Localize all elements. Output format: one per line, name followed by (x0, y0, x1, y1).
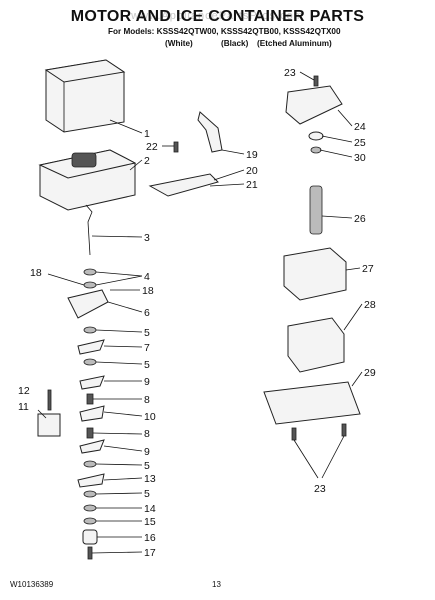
callout-16: 16 (144, 532, 156, 544)
callout-18b: 18 (142, 285, 154, 297)
door-arm-part (148, 173, 219, 197)
callout-9a: 9 (144, 376, 150, 388)
variant-etched: (Etched Aluminum) (257, 39, 332, 48)
variant-black: (Black) (221, 39, 249, 48)
callout-2: 2 (144, 155, 150, 167)
page-number: 13 (212, 580, 221, 589)
model-list: For Models: KSSS42QTW00, KSSS42QTB00, KS… (108, 27, 341, 36)
callout-5b: 5 (144, 359, 150, 371)
callout-19: 19 (246, 149, 258, 161)
callout-10: 10 (144, 411, 156, 423)
doc-number: W10136389 (10, 580, 54, 589)
shaft-part (309, 185, 323, 235)
callout-8b: 8 (144, 428, 150, 440)
ice-container-part (44, 59, 126, 133)
callout-7: 7 (144, 342, 150, 354)
drive-stack (67, 268, 109, 560)
callout-21: 21 (246, 179, 258, 191)
callout-1: 1 (144, 128, 150, 140)
leader-lines (37, 71, 363, 554)
callout-25: 25 (354, 137, 366, 149)
callout-5d: 5 (144, 488, 150, 500)
callout-27: 27 (362, 263, 374, 275)
callout-4: 4 (144, 271, 150, 283)
callout-13: 13 (144, 473, 156, 485)
flapper-part (197, 111, 223, 153)
callout-5a: 5 (144, 327, 150, 339)
variant-white: (White) (165, 39, 193, 48)
callout-17: 17 (144, 547, 156, 559)
gasket-part (263, 381, 361, 425)
callout-15: 15 (144, 516, 156, 528)
callout-23b: 23 (314, 483, 326, 495)
callout-30: 30 (354, 152, 366, 164)
callout-3: 3 (144, 232, 150, 244)
callout-20: 20 (246, 165, 258, 177)
callout-23a: 23 (284, 67, 296, 79)
bracket-part (37, 413, 61, 437)
callout-22: 22 (146, 141, 158, 153)
callout-11: 11 (18, 401, 29, 413)
callout-12: 12 (18, 385, 30, 397)
callout-14: 14 (144, 503, 156, 515)
watermark: www.AppliancePartsPros.com (131, 10, 304, 22)
callout-28: 28 (364, 299, 376, 311)
callout-29: 29 (364, 367, 376, 379)
motor-part (287, 317, 345, 373)
page-title: MOTOR AND ICE CONTAINER PARTS (70, 8, 365, 25)
callout-24: 24 (354, 121, 366, 133)
callout-9b: 9 (144, 446, 150, 458)
callout-6: 6 (144, 307, 150, 319)
pin-part (47, 389, 52, 411)
motor-housing-part (38, 149, 137, 211)
callout-26: 26 (354, 213, 366, 225)
screw-22-part (173, 141, 179, 153)
callout-18a: 18 (30, 267, 42, 279)
callout-5c: 5 (144, 460, 150, 472)
callout-8a: 8 (144, 394, 150, 406)
motor-cover-part (283, 247, 347, 301)
auger-wire-part (85, 204, 93, 256)
motor-mount-plate-part (285, 85, 343, 125)
